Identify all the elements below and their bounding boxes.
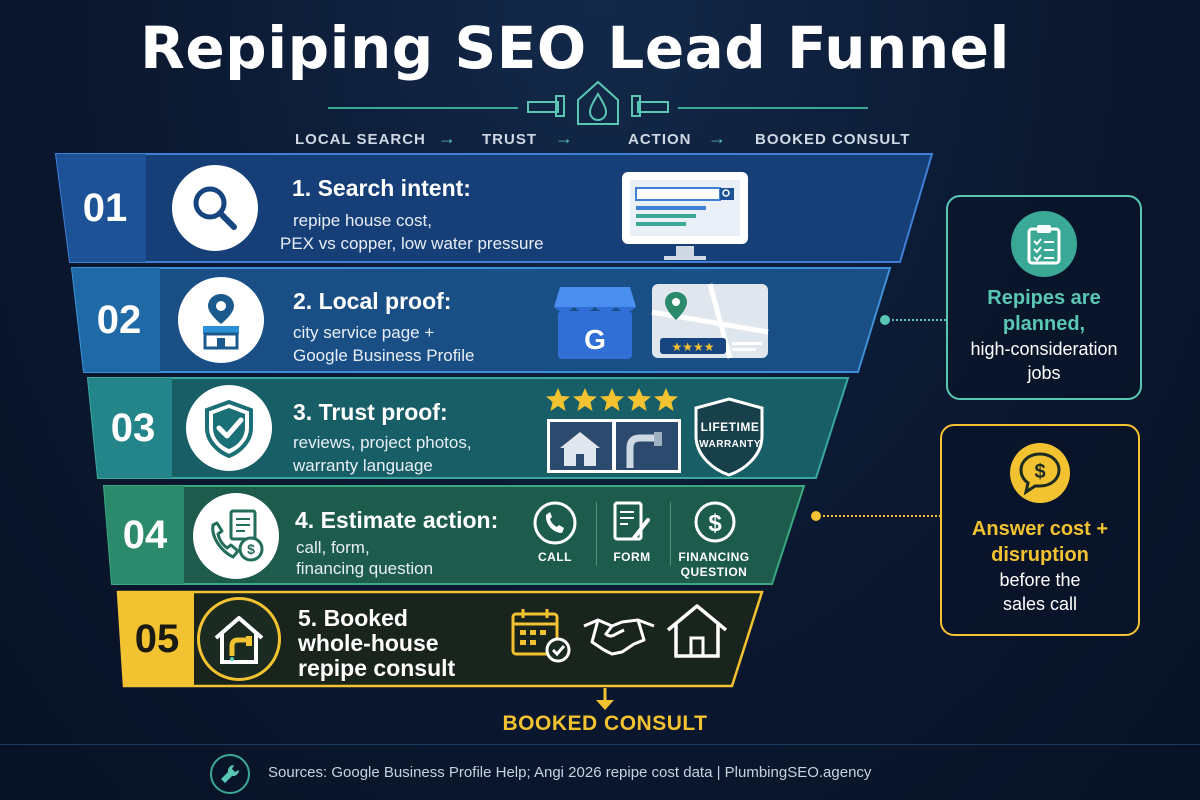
location-storefront-icon bbox=[178, 277, 264, 363]
side-note-body: before the bbox=[999, 570, 1081, 590]
tier-desc-line: financing question bbox=[296, 559, 434, 578]
booked-consult-label: BOOKED CONSULT bbox=[502, 712, 708, 735]
connector-dot bbox=[880, 315, 890, 325]
tier-band-5 bbox=[116, 590, 764, 688]
wrench-icon bbox=[210, 754, 250, 794]
dollar-chat-icon: $ bbox=[1005, 440, 1075, 510]
breadcrumb-step: ACTION bbox=[628, 131, 692, 148]
connector-line bbox=[823, 515, 941, 517]
tier-title: 1. Search intent: bbox=[292, 175, 471, 201]
breadcrumb-step: TRUST bbox=[482, 131, 537, 148]
divider bbox=[596, 502, 597, 566]
sources-footer: Sources: Google Business Profile Help; A… bbox=[268, 764, 872, 781]
tier-desc-line: city service page + bbox=[293, 323, 435, 342]
breadcrumb-step: BOOKED CONSULT bbox=[755, 131, 911, 148]
dollar-icon: $ bbox=[694, 501, 736, 543]
project-photos-icon bbox=[547, 419, 681, 473]
tier-number-block-3 bbox=[88, 378, 172, 478]
five-star-rating-icon bbox=[546, 388, 678, 411]
tier-title-line: 5. Booked bbox=[298, 605, 408, 631]
svg-text:$: $ bbox=[247, 541, 255, 557]
warranty-badge-line: LIFETIME bbox=[700, 420, 760, 434]
phone-form-icon: $ bbox=[193, 493, 279, 579]
house-icon bbox=[666, 604, 728, 658]
connector-line bbox=[892, 319, 946, 321]
tier-number: 01 bbox=[82, 186, 128, 230]
tier-desc-line: Google Business Profile bbox=[293, 346, 475, 365]
svg-text:$: $ bbox=[1034, 461, 1045, 483]
phone-icon bbox=[533, 501, 577, 545]
side-note-head: disruption bbox=[991, 544, 1089, 566]
side-note-body: jobs bbox=[1027, 363, 1061, 383]
tier-desc-line: warranty language bbox=[293, 456, 433, 475]
tier-number-block-4 bbox=[104, 486, 184, 584]
side-note-body: sales call bbox=[1002, 594, 1078, 614]
page-title: Repiping SEO Lead Funnel bbox=[140, 14, 1010, 82]
tier-title: 2. Local proof: bbox=[293, 288, 452, 314]
handshake-icon bbox=[583, 618, 655, 656]
divider bbox=[670, 502, 671, 566]
tier-title-line: repipe consult bbox=[298, 655, 456, 681]
google-business-store-icon: G bbox=[554, 287, 636, 359]
breadcrumb: LOCAL SEARCH → TRUST → ACTION → BOOKED C… bbox=[0, 128, 1200, 152]
side-note-head: Answer cost + bbox=[971, 518, 1109, 540]
side-note-head: Repipes are bbox=[987, 287, 1101, 309]
clipboard-checklist-icon bbox=[1011, 211, 1077, 277]
svg-text:G: G bbox=[584, 324, 606, 355]
tier-desc-line: reviews, project photos, bbox=[293, 433, 472, 452]
shield-check-icon bbox=[186, 385, 272, 471]
tier-number: 04 bbox=[122, 513, 168, 557]
pipe-divider-icon bbox=[328, 80, 868, 125]
calendar-check-icon bbox=[511, 609, 571, 663]
tier-title: 4. Estimate action: bbox=[295, 507, 499, 533]
arrow-right-icon: → bbox=[555, 128, 574, 148]
magnifier-icon bbox=[172, 165, 258, 251]
tier-desc-line: call, form, bbox=[296, 538, 370, 557]
tier-number-block-2 bbox=[72, 268, 160, 372]
tier-number-block-5 bbox=[118, 592, 194, 686]
action-label: FINANCING bbox=[678, 550, 750, 564]
svg-text:$: $ bbox=[708, 510, 722, 537]
action-label: FORM bbox=[613, 550, 651, 564]
tier-number: 02 bbox=[96, 298, 142, 342]
house-pipe-icon bbox=[197, 597, 281, 681]
side-note-body: high-consideration bbox=[970, 339, 1118, 359]
monitor-search-icon bbox=[622, 172, 748, 260]
tier-number-block-1 bbox=[56, 154, 146, 262]
warranty-badge-line: WARRANTY bbox=[699, 439, 761, 450]
side-note-head: planned, bbox=[1002, 313, 1086, 335]
tier-desc-line: PEX vs copper, low water pressure bbox=[280, 234, 544, 253]
side-note-planned: Repipes are planned, high-consideration … bbox=[946, 195, 1142, 400]
map-rating-icon: ★★★★ bbox=[651, 283, 769, 359]
footer-divider bbox=[0, 744, 1200, 745]
tier-desc-line: repipe house cost, bbox=[293, 211, 432, 230]
arrow-down-icon bbox=[596, 700, 614, 710]
connector-dot bbox=[811, 511, 821, 521]
action-label: QUESTION bbox=[680, 565, 748, 579]
warranty-badge-icon bbox=[694, 397, 764, 477]
arrow-right-icon: → bbox=[438, 128, 457, 148]
tier-title: 3. Trust proof: bbox=[293, 399, 448, 425]
breadcrumb-step: LOCAL SEARCH bbox=[295, 131, 426, 148]
form-icon bbox=[613, 501, 650, 541]
svg-text:★★★★: ★★★★ bbox=[671, 340, 714, 354]
side-note-cost: $ Answer cost + disruption before the sa… bbox=[940, 424, 1140, 636]
arrow-right-icon: → bbox=[708, 128, 727, 148]
tier-number: 03 bbox=[110, 406, 156, 450]
tier-number: 05 bbox=[134, 617, 180, 661]
tier-title-line: whole-house bbox=[298, 630, 439, 656]
action-label: CALL bbox=[538, 550, 572, 564]
